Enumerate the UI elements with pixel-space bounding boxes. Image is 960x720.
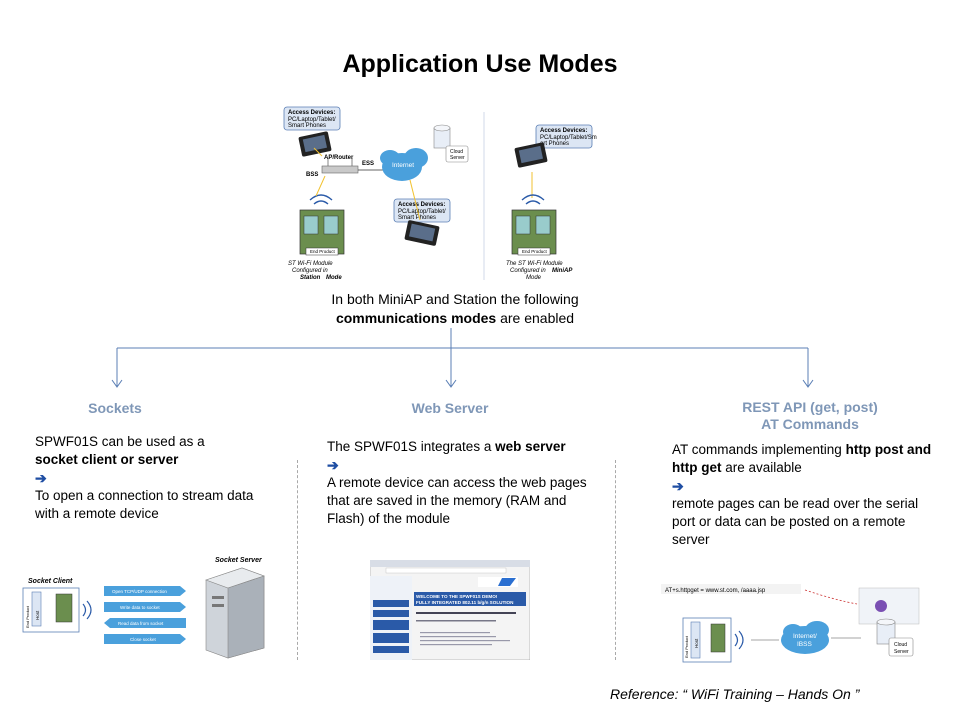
heading-rest-line-1: REST API (get, post) <box>742 399 878 415</box>
miniap-caption-1: The ST Wi-Fi Module <box>506 261 563 267</box>
step-read: Read data from socket <box>118 621 164 626</box>
router-icon <box>321 165 359 174</box>
cloud-server-label-a: Cloud <box>450 149 463 155</box>
socket-server-label: Socket Server <box>215 557 263 564</box>
internet-cloud-icon <box>380 148 428 181</box>
rest-internet-label-a: Internet/ <box>793 633 817 640</box>
rest-internet-cloud-icon <box>781 621 829 654</box>
rest-diagram: AT+s.httpget = www.st.com, /aaaa.jsp Hos… <box>661 584 920 663</box>
heading-sockets: Sockets <box>88 400 142 416</box>
rest-text: AT commands implementing http post and h… <box>672 441 932 549</box>
reference-text: Reference: “ WiFi Training – Hands On ” <box>610 686 860 702</box>
ess-label: ESS <box>362 161 374 167</box>
step-open: Open TCP/UDP connection <box>112 589 167 594</box>
end-product-label-1: End Product <box>310 249 336 254</box>
access-devices-text-1a: PC/Laptop/Tablet/ <box>288 117 336 123</box>
heading-rest-line-2: AT Commands <box>761 416 859 432</box>
heading-rest: REST API (get, post) AT Commands <box>690 399 930 433</box>
miniap-caption-3: MiniAP <box>552 268 573 274</box>
rest-bold: http post and http get <box>672 442 932 475</box>
step-write: Write data to socket <box>120 605 160 610</box>
connector-arrows <box>111 328 814 388</box>
intro-line-1: In both MiniAP and Station the following <box>331 291 579 307</box>
heading-web-server: Web Server <box>411 400 489 416</box>
intro-line-2: communications modes are enabled <box>290 309 620 328</box>
intro-text: In both MiniAP and Station the following… <box>290 290 620 328</box>
sockets-text: SPWF01S can be used as a socket client o… <box>35 433 255 523</box>
client-end-product-label: End Product <box>25 605 30 628</box>
access-devices-callout-1 <box>283 106 341 131</box>
access-devices-callout-2 <box>393 198 451 223</box>
access-devices-callout-3 <box>535 124 593 149</box>
access-devices-title-3: Access Devices: <box>540 128 587 134</box>
web-server-text: The SPWF01S integrates a web server ➔ A … <box>327 438 607 528</box>
rest-cloud-server-label-a: Cloud <box>894 642 907 648</box>
access-devices-text-2b: Smart Phones <box>398 215 436 221</box>
internet-label: Internet <box>392 162 414 169</box>
step-close: Close socket <box>130 637 157 642</box>
access-devices-text-3a: PC/Laptop/Tablet/Sm <box>540 135 597 141</box>
arrow-right-icon: ➔ <box>35 470 47 486</box>
server-tower-icon <box>205 567 265 659</box>
web-menu-item-4 <box>373 633 409 643</box>
rest-text-2: remote pages can be read over the serial… <box>672 496 919 547</box>
arrow-right-icon: ➔ <box>672 478 684 494</box>
access-devices-title-1: Access Devices: <box>288 110 335 116</box>
rest-cloud-server-label-b: Server <box>894 649 909 655</box>
access-devices-text-1b: Smart Phones <box>288 123 326 129</box>
miniap-caption-2: Configured in <box>510 268 546 274</box>
socket-diagram: Socket Client Socket Server Host End Pro… <box>22 557 265 659</box>
ap-router-label: AP/Router <box>324 155 354 161</box>
rest-end-product-label: End Product <box>684 635 689 658</box>
sockets-bold: socket client or server <box>35 452 179 467</box>
web-server-bold: web server <box>495 439 566 454</box>
web-menu-item-2 <box>373 610 409 617</box>
st-logo-icon <box>498 578 516 586</box>
sockets-text-2: To open a connection to stream data with… <box>35 488 254 521</box>
separator-1 <box>297 460 298 660</box>
cloud-server-icon <box>433 124 451 149</box>
rest-host-label: Host <box>694 638 699 648</box>
web-banner-2: FULLY INTEGRATED 802.11 b/g/n SOLUTION <box>416 600 514 605</box>
remote-web-page-icon <box>858 587 920 625</box>
miniap-caption-4: Mode <box>526 275 542 281</box>
socket-client-label: Socket Client <box>28 578 73 585</box>
access-devices-title-2: Access Devices: <box>398 202 445 208</box>
rest-internet-label-b: IBSS <box>797 641 812 648</box>
network-diagram: Access Devices: PC/Laptop/Tablet/ Smart … <box>283 106 597 281</box>
page-title: Application Use Modes <box>342 50 618 78</box>
station-caption-1: ST Wi-Fi Module <box>288 261 333 267</box>
access-devices-text-3b: art Phones <box>540 141 569 147</box>
rest-text-1: AT commands implementing http post and h… <box>672 442 932 475</box>
intro-line-2-rest: are enabled <box>496 310 575 326</box>
station-caption-2: Configured in <box>292 268 328 274</box>
bss-label: BSS <box>306 172 318 178</box>
station-caption-3: Station <box>300 275 321 281</box>
cloud-server-label-b: Server <box>450 155 465 161</box>
at-command-text: AT+s.httpget = www.st.com, /aaaa.jsp <box>665 588 766 594</box>
web-browser-screenshot: WELCOME TO THE SPWF01S DEMO! FULLY INTEG… <box>370 560 530 660</box>
sockets-text-1: SPWF01S can be used as a <box>35 434 205 449</box>
web-menu-item-1 <box>373 600 409 607</box>
client-host-label: Host <box>35 610 40 620</box>
web-menu-item-3 <box>373 620 409 630</box>
end-product-label-2: End Product <box>522 249 548 254</box>
web-server-text-2: A remote device can access the web pages… <box>327 475 587 526</box>
access-devices-text-2a: PC/Laptop/Tablet/ <box>398 209 446 215</box>
intro-bold: communications modes <box>335 310 497 326</box>
separator-2 <box>615 460 616 660</box>
arrow-right-icon: ➔ <box>327 457 339 473</box>
web-menu-item-5 <box>373 646 409 653</box>
web-server-text-1: The SPWF01S integrates a web server <box>327 439 566 454</box>
web-banner-1: WELCOME TO THE SPWF01S DEMO! <box>416 594 498 599</box>
station-caption-4: Mode <box>326 275 342 281</box>
